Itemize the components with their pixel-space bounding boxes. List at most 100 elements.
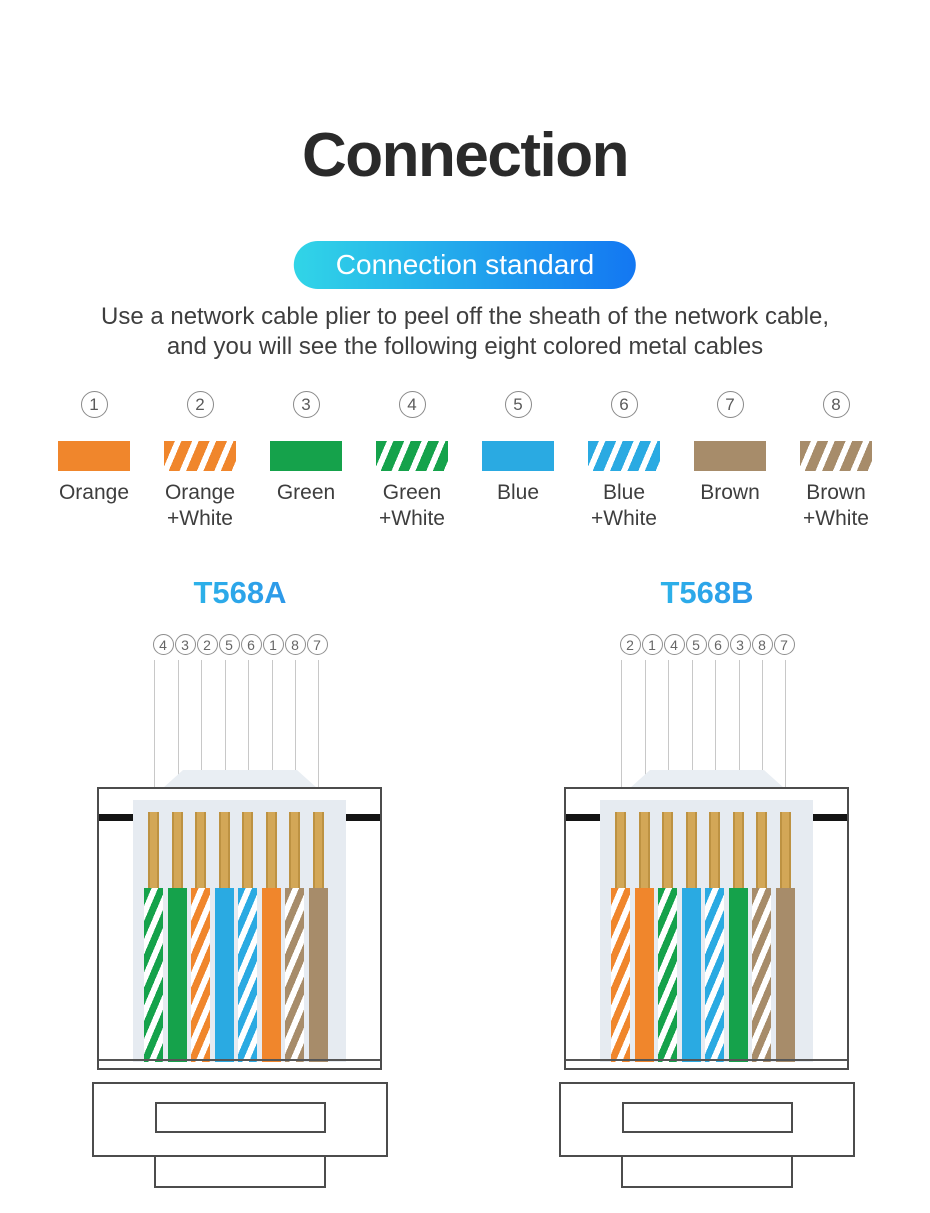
contact-pin	[242, 812, 253, 890]
wire-number-badge: 2	[186, 391, 214, 418]
leader-line	[272, 660, 273, 813]
rj45-plug	[90, 770, 390, 1193]
leader-lines	[90, 660, 390, 813]
wire	[611, 888, 630, 1062]
legend-item: 8 Brown +White	[783, 391, 889, 532]
pin-number: 5	[685, 634, 707, 655]
color-label: Green +White	[379, 481, 445, 530]
contact-pin	[756, 812, 767, 890]
color-label: Blue	[496, 481, 540, 504]
pin-number: 5	[218, 634, 240, 655]
color-label: Green	[276, 481, 336, 504]
body-divider-line	[566, 1059, 847, 1061]
pin-number: 2	[196, 634, 218, 655]
leader-line	[318, 660, 319, 813]
wire-number-badge: 1	[80, 391, 108, 418]
leader-line	[645, 660, 646, 813]
color-swatch	[58, 441, 130, 471]
standard-title-t568a: T568A	[90, 575, 390, 611]
plug-body	[97, 787, 382, 1070]
cable-tail	[621, 1155, 793, 1188]
boot-slot	[154, 1102, 326, 1133]
gold-pins	[615, 812, 791, 890]
legend-item: 6 Blue +White	[571, 391, 677, 532]
contact-pin	[289, 812, 300, 890]
pin-number-row: 4 3 2 5 6 1 8 7	[90, 634, 390, 655]
wire	[285, 888, 304, 1062]
wire-number-badge: 8	[822, 391, 850, 418]
color-swatch	[800, 441, 872, 471]
wire	[261, 888, 281, 1062]
leader-line	[201, 660, 202, 813]
contact-pin	[779, 812, 791, 890]
connector-t568b: T568B 2 1 4 5 6 3 8 7	[557, 575, 857, 1193]
leader-line	[762, 660, 763, 813]
contact-pin	[218, 812, 230, 890]
color-swatch	[164, 441, 236, 471]
rj45-plug	[557, 770, 857, 1193]
contact-pin	[171, 812, 183, 890]
latch-bar-left	[566, 814, 600, 821]
plug-body	[564, 787, 849, 1070]
section-badge: Connection standard	[293, 241, 637, 289]
wire-bundle	[144, 888, 328, 1062]
gold-pins	[148, 812, 324, 890]
contact-pin	[662, 812, 673, 890]
page-title: Connection	[302, 121, 629, 190]
latch-bar-right	[811, 814, 847, 821]
color-label: Blue +White	[591, 481, 657, 530]
contact-pin	[685, 812, 697, 890]
standard-title-t568b: T568B	[557, 575, 857, 611]
wire	[752, 888, 771, 1062]
color-swatch	[694, 441, 766, 471]
color-swatch	[588, 441, 660, 471]
wire	[144, 888, 163, 1062]
wire-bundle	[611, 888, 795, 1062]
leader-lines	[557, 660, 857, 813]
leader-line	[621, 660, 622, 813]
description-line-2: and you will see the following eight col…	[166, 333, 764, 360]
contact-pin	[709, 812, 720, 890]
wire	[681, 888, 701, 1062]
leader-line	[154, 660, 155, 813]
leader-line	[739, 660, 740, 813]
connector-t568a: T568A 4 3 2 5 6 1 8 7	[90, 575, 390, 1193]
cable-tail	[154, 1155, 326, 1188]
wire-number-badge: 3	[292, 391, 320, 418]
legend-item: 4 Green +White	[359, 391, 465, 532]
wire	[658, 888, 677, 1062]
plug-boot	[92, 1082, 388, 1157]
color-label: Brown +White	[803, 481, 869, 530]
leader-line	[692, 660, 693, 813]
pin-number: 4	[152, 634, 174, 655]
contact-pin	[312, 812, 324, 890]
color-label: Orange +White	[164, 481, 236, 530]
color-swatch	[270, 441, 342, 471]
legend-item: 7 Brown	[677, 391, 783, 532]
pin-number: 7	[306, 634, 328, 655]
pin-number: 8	[284, 634, 306, 655]
color-label: Brown	[700, 481, 760, 504]
pin-number: 7	[773, 634, 795, 655]
wire	[214, 888, 234, 1062]
description: Use a network cable plier to peel off th…	[0, 302, 930, 362]
leader-line	[225, 660, 226, 813]
pin-number: 6	[707, 634, 729, 655]
pin-number: 1	[262, 634, 284, 655]
pin-number: 3	[174, 634, 196, 655]
body-divider-line	[99, 1059, 380, 1061]
leader-line	[785, 660, 786, 813]
leader-line	[715, 660, 716, 813]
contact-pin	[638, 812, 650, 890]
color-swatch	[376, 441, 448, 471]
legend-item: 5 Blue	[465, 391, 571, 532]
plug-clip	[163, 770, 317, 788]
color-label: Orange	[58, 481, 130, 504]
wire	[308, 888, 328, 1062]
pin-number: 3	[729, 634, 751, 655]
wire	[705, 888, 724, 1062]
latch-bar-left	[99, 814, 133, 821]
wire	[634, 888, 654, 1062]
wire-number-badge: 7	[716, 391, 744, 418]
color-swatch	[482, 441, 554, 471]
